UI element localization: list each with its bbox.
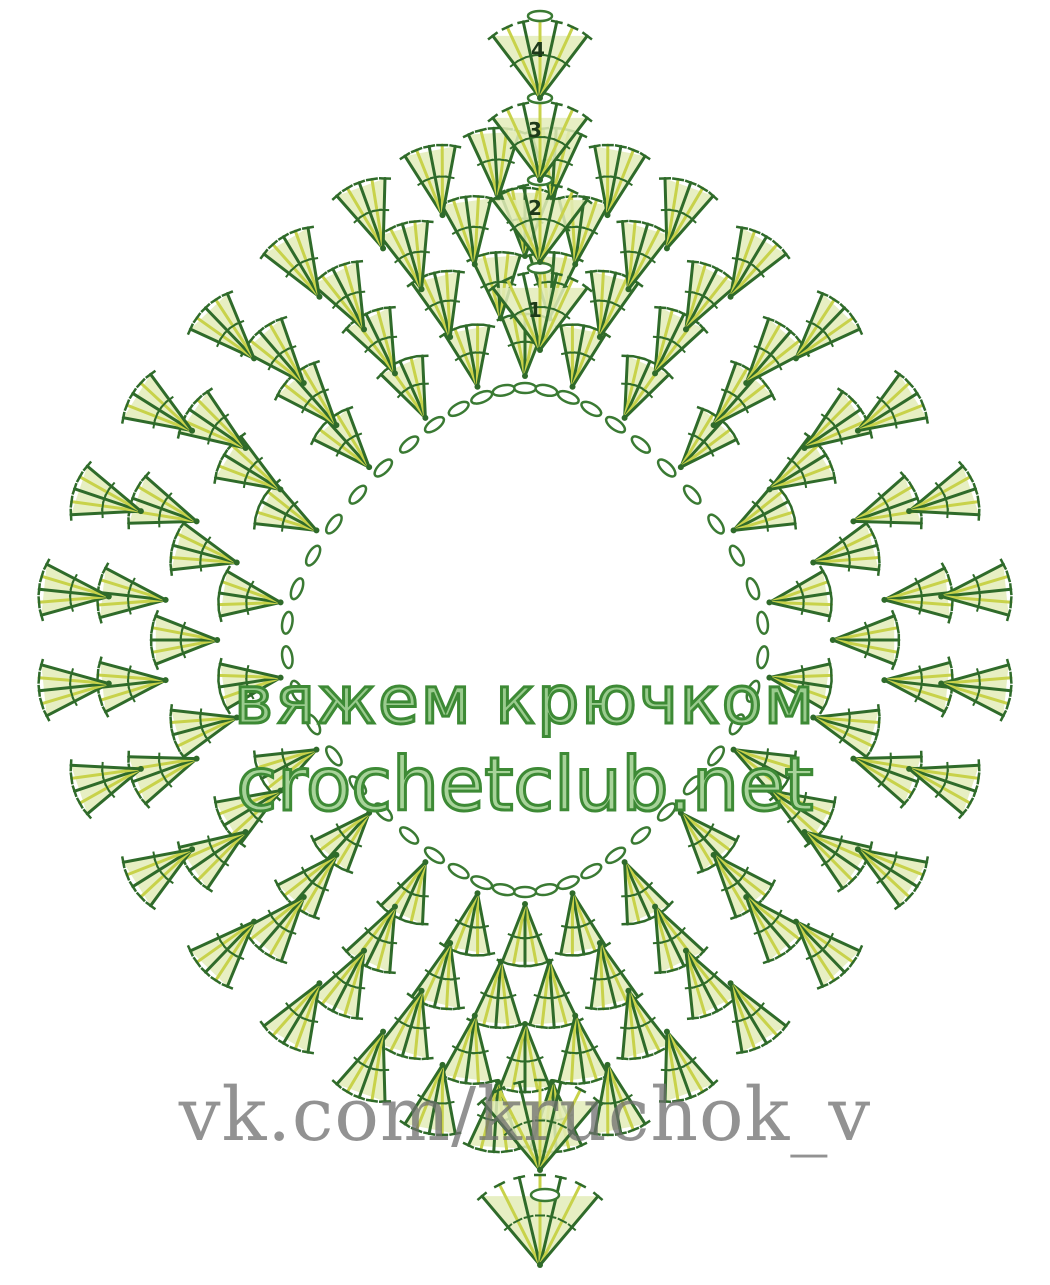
- stitch-fan: [855, 846, 928, 909]
- stitch-fan: [497, 901, 554, 966]
- row-label-3: 3: [523, 118, 547, 142]
- stitch-fan: [188, 919, 257, 989]
- row-label-1: 1: [523, 298, 547, 322]
- stitch-fan: [766, 566, 831, 622]
- stitch-fan: [128, 472, 199, 529]
- stitch-fan: [906, 461, 979, 520]
- stitch-fan: [830, 610, 899, 670]
- stitch-fan: [178, 388, 249, 451]
- stitch-fan: [801, 829, 872, 892]
- row-label-4: 4: [526, 38, 550, 62]
- stitch-fan: [659, 178, 718, 251]
- watermark-text-russian: вяжем крючком: [0, 662, 1050, 739]
- stitch-fan: [260, 227, 322, 300]
- stitch-fan: [151, 610, 220, 670]
- stitch-fan: [122, 371, 195, 434]
- stitch-fan: [178, 829, 249, 892]
- stitch-fan: [728, 227, 790, 300]
- stitch-fan: [122, 846, 195, 909]
- stitch-fan: [855, 371, 928, 434]
- stitch-fan: [801, 388, 872, 451]
- watermark-vk-url: vk.com/kruchok_v: [0, 1072, 1050, 1158]
- stitch-fan: [188, 291, 257, 361]
- stitch-fan: [218, 566, 283, 622]
- row-label-2: 2: [523, 196, 547, 220]
- stitch-fan: [728, 980, 790, 1053]
- stitch-fan: [793, 291, 862, 361]
- stitch-fan: [850, 472, 921, 529]
- stitch-fan: [793, 919, 862, 989]
- stitch-fan: [260, 980, 322, 1053]
- stitch-fan: [332, 178, 391, 251]
- stitch-fan: [97, 563, 168, 624]
- stitch-fan: [71, 461, 144, 520]
- stitch-fan: [881, 563, 952, 624]
- watermark-site-url: crochetclub.net: [0, 742, 1050, 828]
